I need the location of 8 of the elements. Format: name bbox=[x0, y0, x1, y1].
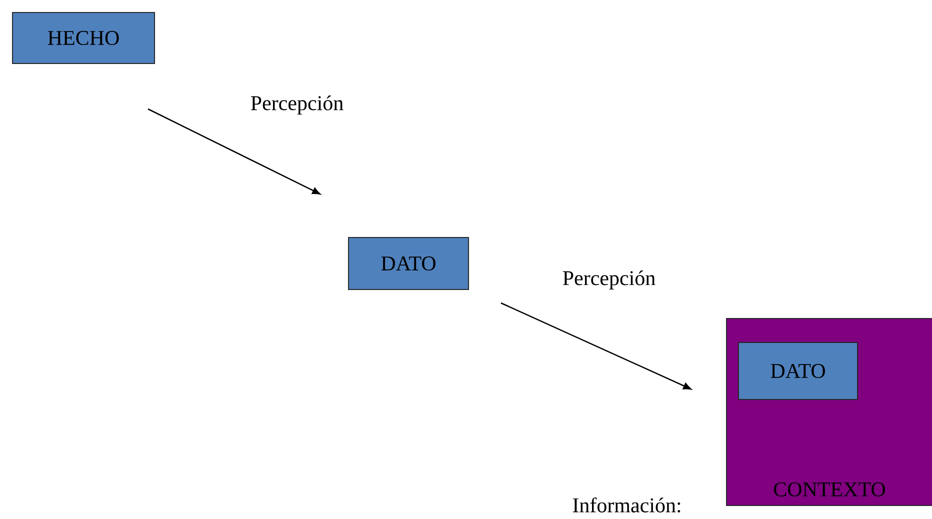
arrow bbox=[148, 108, 320, 195]
edge-label: Percepción bbox=[561, 269, 657, 291]
data-box: DATO bbox=[348, 237, 469, 290]
note-label: Información: bbox=[572, 497, 680, 513]
data-box: DATO bbox=[738, 342, 858, 400]
fact-box: HECHO bbox=[12, 12, 155, 64]
edge-label: Percepción bbox=[249, 94, 345, 116]
arrow bbox=[500, 302, 692, 390]
